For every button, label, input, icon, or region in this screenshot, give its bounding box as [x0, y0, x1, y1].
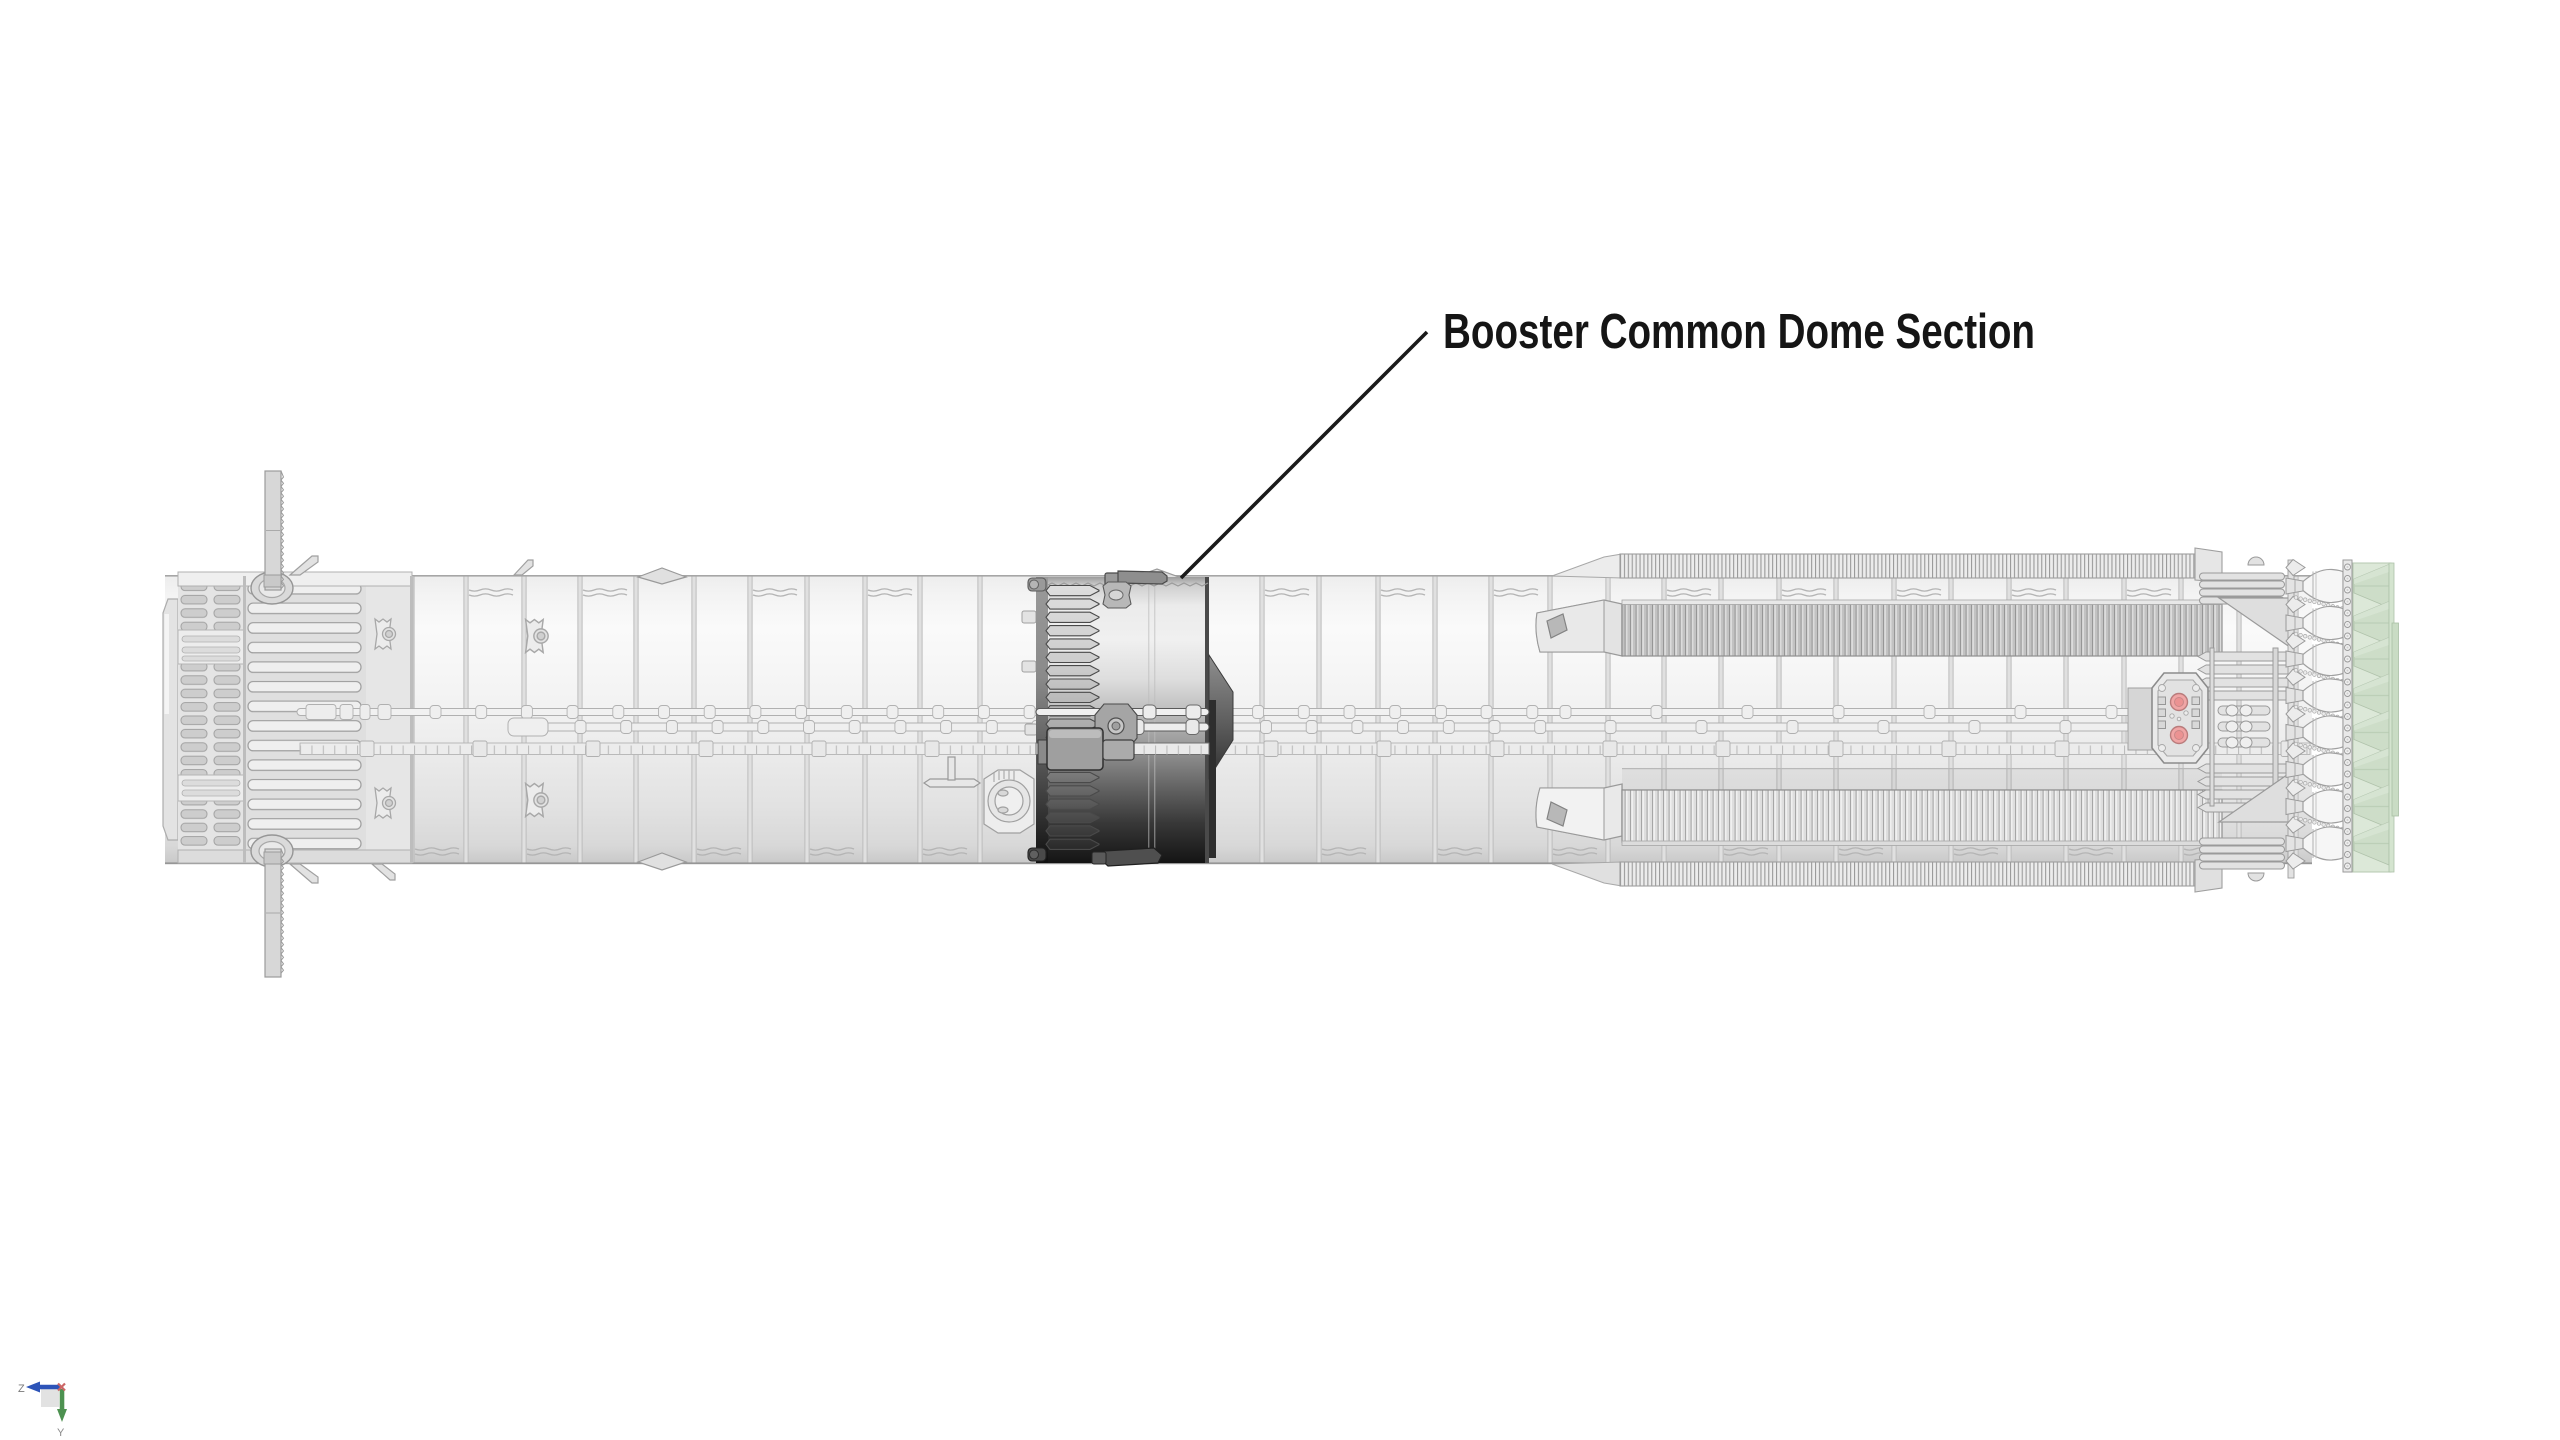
svg-text:Z: Z — [18, 1383, 25, 1395]
svg-text:Booster Common Dome Section: Booster Common Dome Section — [1443, 304, 2035, 359]
svg-text:Y: Y — [57, 1427, 65, 1439]
